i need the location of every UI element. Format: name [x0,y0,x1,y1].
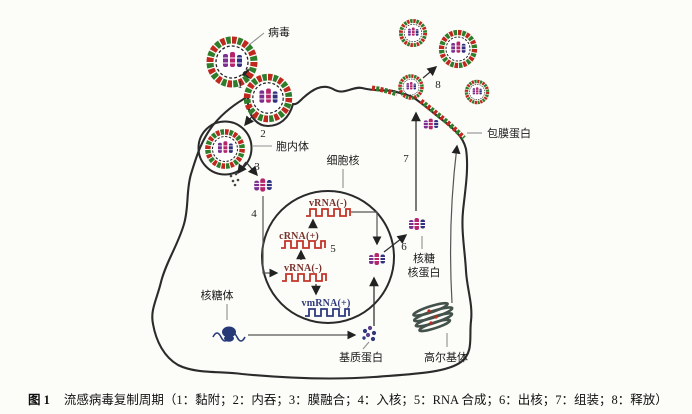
vmrna-wave [304,308,350,317]
membrane-envelope-proteins [371,85,466,140]
vrna-mid-wave [281,273,327,282]
envelope-protein-label: 包膜蛋白 [487,126,531,140]
label-connectors [226,32,482,350]
rnp-label-line1: 核糖 [413,251,435,265]
virus-label: 病毒 [268,25,290,39]
golgi-label: 高尔基体 [424,350,468,364]
vrna-top-wave [305,208,351,217]
step-8: 8 [435,79,441,91]
step-1: 1 [237,79,243,91]
matrix-protein-label: 基质蛋白 [339,350,383,364]
figure-caption: 图 1 流感病毒复制周期（1：黏附；2：内吞；3：膜融合；4：入核；5：RNA 合… [28,389,684,408]
nucleus-outline [261,190,395,324]
step-3: 3 [254,161,260,173]
nucleus-label: 细胞核 [327,153,360,167]
ribosome-icon [212,325,246,343]
step-5: 5 [330,243,336,255]
vmrna-label: vmRNA(+) [302,298,351,309]
figure-caption-text: 流感病毒复制周期（1：黏附；2：内吞；3：膜融合；4：入核；5：RNA 合成；6… [63,393,668,407]
golgi-icon [410,298,458,335]
virus-icon-released-3 [464,79,490,105]
rnp-icon-cytoplasm [252,177,274,193]
virus-icon-released-1 [398,18,428,48]
step-6: 6 [401,241,407,253]
matrix-protein-icon [362,325,377,342]
vrna-top-label: vRNA(-) [309,198,347,209]
virus-icon-attached [247,77,289,119]
figure-number: 图 1 [28,393,50,407]
diagram-canvas: vRNA(-) cRNA(+) vRNA(-) vmRNA(+) 1 2 3 4… [151,18,531,380]
step-7: 7 [403,153,409,165]
rnp-label-line2: 核蛋白 [408,265,441,279]
vrna-mid-label: vRNA(-) [284,263,322,274]
fusion-debris-dots [229,172,240,187]
crna-wave [280,240,326,249]
virus-icon-released-2 [442,33,475,66]
crna-label: cRNA(+) [279,231,319,242]
rnp-icon-nucleus [367,252,387,266]
virus-icon-free [210,40,254,84]
virus-icon-in-endosome [208,132,242,166]
rnp-icon-near-membrane [422,118,440,130]
step-4: 4 [251,208,257,220]
rnp-icon-exported [407,217,427,231]
ribosome-label: 核糖体 [201,288,234,302]
step-2: 2 [260,128,266,140]
cell-membrane [151,85,473,380]
endosome-label: 胞内体 [276,139,309,153]
endosome-outline [197,120,253,176]
